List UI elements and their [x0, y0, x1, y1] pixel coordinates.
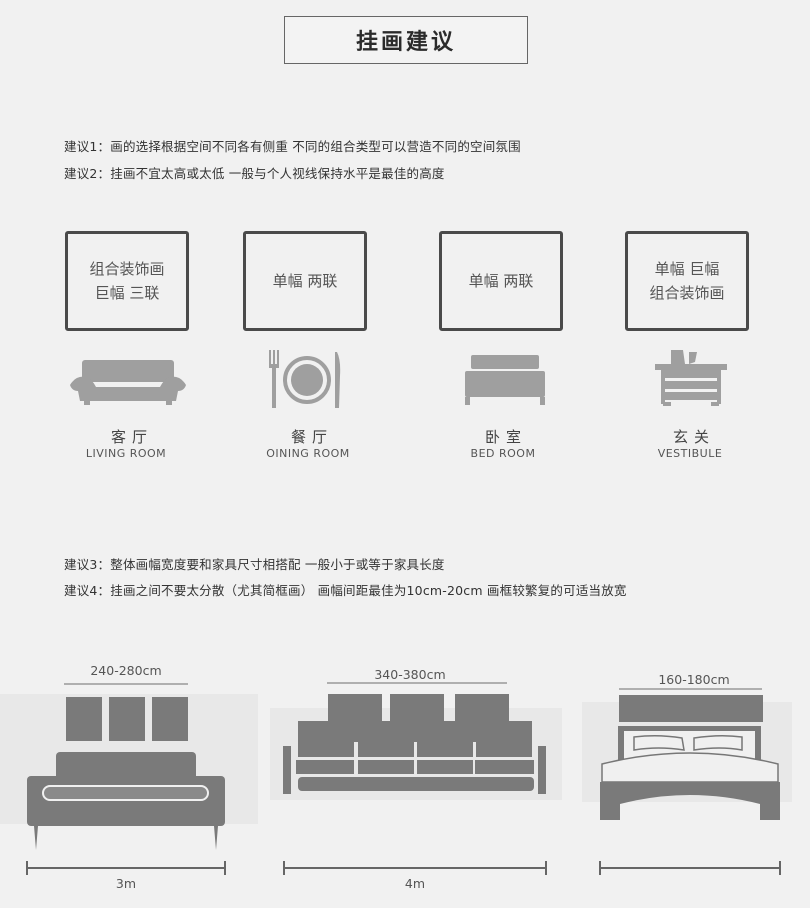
frame-text-line2: 组合装饰画 [649, 284, 725, 302]
cabinet-icon [655, 350, 727, 406]
page-title: 挂画建议 [284, 16, 528, 64]
art-width-label: 340-380cm [374, 667, 446, 682]
frame-bed-room: 单幅 两联 [439, 231, 563, 331]
tip-2: 建议2：挂画不宜太高或太低 一般与个人视线保持水平是最佳的高度 [64, 166, 445, 181]
furniture-width-label: 3m [115, 876, 137, 891]
furniture-width-label: 4m [404, 876, 426, 891]
room-name-en: OINING ROOM [266, 447, 350, 460]
tip-3: 建议3：整体画幅宽度要和家具尺寸相搭配 一般小于或等于家具长度 [64, 557, 445, 572]
room-name-cn: 卧室 [484, 428, 527, 446]
art-width-label: 160-180cm [658, 672, 730, 687]
frame-text-line1: 单幅 巨幅 [654, 260, 720, 278]
frame-vestibule: 单幅 巨幅 组合装饰画 [625, 231, 749, 331]
frame-dining-room: 单幅 两联 [243, 231, 367, 331]
sofa-diagram-4m [270, 682, 562, 875]
tip-4: 建议4：挂画之间不要太分散（尤其简框画） 画幅间距最佳为10cm-20cm 画框… [64, 583, 627, 598]
room-name-en: BED ROOM [470, 447, 536, 460]
room-name-cn: 玄关 [672, 428, 715, 446]
bed-icon [465, 355, 545, 405]
room-name-en: LIVING ROOM [85, 447, 167, 460]
frame-text-line1: 组合装饰画 [89, 260, 165, 278]
room-name-cn: 餐厅 [290, 428, 333, 446]
room-name-en: VESTIBULE [657, 447, 723, 460]
frame-text-line2: 巨幅 三联 [94, 284, 160, 302]
sofa-diagram-3m [0, 683, 258, 875]
frame-text-line1: 单幅 两联 [272, 272, 338, 290]
bed-diagram [582, 688, 792, 875]
frame-text-line1: 单幅 两联 [468, 272, 534, 290]
dining-plate-icon [269, 350, 341, 408]
sofa-icon [70, 360, 186, 405]
frame-living-room: 组合装饰画 巨幅 三联 [65, 231, 189, 331]
art-width-label: 240-280cm [90, 663, 162, 678]
tip-1: 建议1：画的选择根据空间不同各有侧重 不同的组合类型可以营造不同的空间氛围 [64, 139, 521, 154]
room-name-cn: 客厅 [110, 428, 153, 446]
